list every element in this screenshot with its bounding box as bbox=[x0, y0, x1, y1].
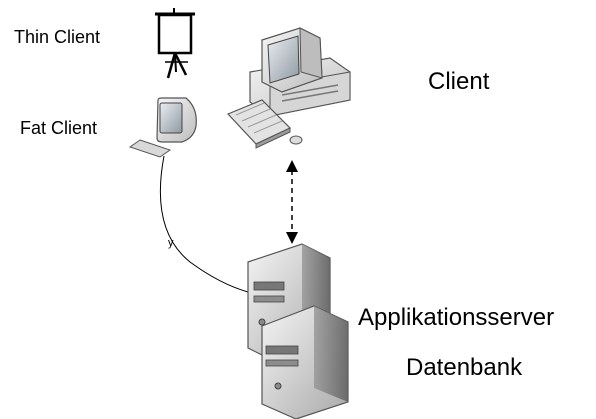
fat-client-connector bbox=[159, 155, 249, 293]
thin-client-label: Thin Client bbox=[14, 27, 101, 47]
client-label: Client bbox=[428, 68, 490, 95]
client-server-connection bbox=[286, 160, 298, 244]
imac-icon bbox=[128, 97, 197, 158]
connector-label: y bbox=[168, 237, 174, 249]
easel-icon bbox=[155, 8, 195, 79]
database-label: Datenbank bbox=[406, 354, 523, 381]
database-server-icon bbox=[261, 305, 349, 419]
fat-client-label: Fat Client bbox=[20, 118, 98, 138]
application-server-label: Applikationsserver bbox=[358, 304, 555, 331]
desktop-computer-icon bbox=[226, 27, 351, 149]
